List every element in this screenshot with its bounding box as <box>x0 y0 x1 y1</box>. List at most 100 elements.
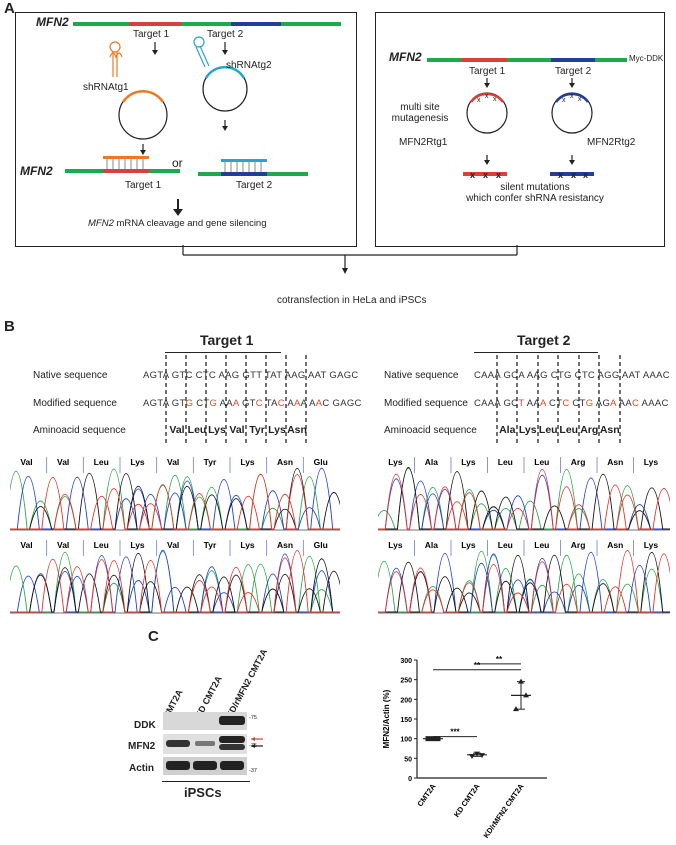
sequence-run: CT <box>569 398 586 409</box>
cotransfection-label: cotransfection in HeLa and iPSCs <box>277 295 427 306</box>
svg-text:x: x <box>571 170 576 180</box>
x-tick-label: KD/rMFN2 CMT2A <box>481 782 526 840</box>
aminoacid: Lys <box>268 424 286 436</box>
chromatogram-trace <box>378 475 670 530</box>
aminoacid: Val <box>169 424 185 436</box>
shrna2-label: shRNAtg2 <box>226 60 272 71</box>
chromatogram-codon-label: Tyr <box>204 457 217 467</box>
data-point <box>425 736 431 742</box>
chromatogram-codon-label: Leu <box>534 457 549 467</box>
chromatogram-codon-label: Asn <box>277 540 293 550</box>
marker-ddk: -75 <box>249 715 257 721</box>
chromatogram-codon-label: Lys <box>388 457 403 467</box>
aminoacid: Asn <box>287 424 307 436</box>
marker-mfn2: -75 <box>249 743 257 749</box>
sequence-run: CT <box>546 398 563 409</box>
blot-row-ddk: DDK <box>134 720 156 731</box>
chromatogram-codon-label: Lys <box>644 540 659 550</box>
sequence-run: A <box>232 398 240 409</box>
sequence-run: GT <box>239 398 256 409</box>
data-point <box>469 753 475 759</box>
sequence-run: A <box>284 398 294 409</box>
y-tick-label: 300 <box>400 658 412 665</box>
row-label-modified-2: Modified sequence <box>384 398 468 409</box>
chromatogram-codon-label: Lys <box>240 457 255 467</box>
right-target1-label: Target 1 <box>469 66 506 77</box>
panel-label-a: A <box>4 0 15 17</box>
target2-bracket <box>474 352 598 353</box>
data-point <box>479 753 485 759</box>
panel-label-c: C <box>148 628 159 645</box>
sequence-run: G <box>185 398 194 409</box>
chromatogram-trace <box>10 469 340 530</box>
t1-modified-sequence: AGTA GTG CTG AAA GTC TAC AAA AAC GAGC <box>143 398 362 409</box>
sequence-run: A A <box>300 398 316 409</box>
chromatogram-codon-label: Leu <box>498 457 513 467</box>
svg-text:x: x <box>562 97 566 104</box>
aminoacid: Asn <box>599 424 620 436</box>
sequence-run: C <box>631 398 640 409</box>
data-point <box>523 692 529 698</box>
sequence-run: AAAC <box>639 398 669 409</box>
aminoacid: Leu <box>538 424 558 436</box>
shrna-hairpin-2-icon <box>193 36 210 68</box>
aminoacid: Val <box>229 424 245 436</box>
chromatogram-codon-label: Arg <box>571 457 586 467</box>
data-point <box>435 736 441 742</box>
chromatogram-trace <box>10 474 340 530</box>
chromatogram-codon-label: Lys <box>240 540 255 550</box>
y-tick-label: 50 <box>404 756 412 763</box>
sequence-run: CAAA GC <box>474 398 519 409</box>
chromatogram-codon-label: Leu <box>498 540 513 550</box>
chromatogram-codon-label: Leu <box>94 540 109 550</box>
chromatogram-codon-label: Leu <box>94 457 109 467</box>
chromatogram-codon-label: Asn <box>607 540 623 550</box>
y-tick-label: 100 <box>400 737 412 744</box>
chromatogram-trace <box>10 553 340 613</box>
gene-label-mfn2-bottom: MFN2 <box>20 164 53 178</box>
plasmid-2-icon <box>202 65 248 112</box>
t1-native-sequence: AGTA GTC CTC AAG GTT TAT AAG AAT GAGC <box>143 370 359 381</box>
row-label-aminoacid-2: Aminoacid sequence <box>384 425 477 436</box>
chromatogram-trace <box>10 551 340 613</box>
svg-text:x: x <box>496 170 501 180</box>
panel-a-right-box <box>375 12 665 247</box>
chromatogram-codon-label: Ala <box>425 457 439 467</box>
bottom-target2-label: Target 2 <box>236 180 273 191</box>
aminoacid: Leu <box>187 424 207 436</box>
y-tick-label: 250 <box>400 678 412 685</box>
chromatogram-trace <box>378 467 670 530</box>
aminoacid: Leu <box>559 424 579 436</box>
y-axis-label: MFN2/Actin (%) <box>382 689 391 748</box>
chromatogram-codon-label: Leu <box>534 540 549 550</box>
bottom-target1-label: Target 1 <box>125 180 162 191</box>
aminoacid: Lys <box>208 424 226 436</box>
western-blot-image <box>163 712 263 775</box>
target2-label: Target 2 <box>207 29 244 40</box>
svg-text:x: x <box>558 170 563 180</box>
blot-underline <box>162 781 250 782</box>
sequence-run: A <box>315 398 323 409</box>
panel-a-left-diagram <box>65 22 341 216</box>
blot-footer: iPSCs <box>184 785 222 800</box>
sequence-run: AA <box>217 398 233 409</box>
aminoacid: Tyr <box>249 424 265 436</box>
sequence-run: AA <box>524 398 540 409</box>
sequence-run: A <box>293 398 301 409</box>
chromatogram-codon-label: Val <box>57 540 69 550</box>
sequence-run: C GAGC <box>322 398 362 409</box>
chromatogram-trace <box>378 552 670 613</box>
or-label: or <box>172 156 183 170</box>
lane-label-kd-rmfn2: KD/rMFN2 CMT2A <box>224 647 270 720</box>
significance-label: ** <box>474 661 481 670</box>
svg-text:x: x <box>477 97 481 104</box>
shrna1-label: shRNAtg1 <box>83 82 129 93</box>
sequence-run: T <box>518 398 525 409</box>
blot-row-mfn2: MFN2 <box>128 741 156 752</box>
gene-label-mfn2: MFN2 <box>36 15 69 29</box>
